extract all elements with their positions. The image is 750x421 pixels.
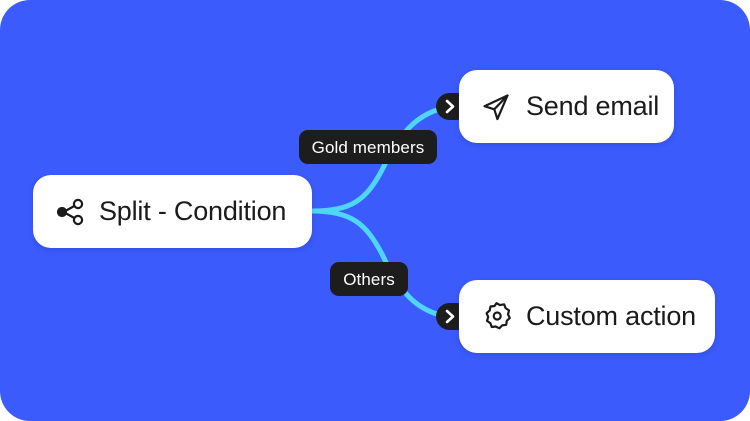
node-label-send-email: Send email bbox=[526, 91, 660, 121]
gear-icon bbox=[480, 300, 513, 333]
node-split-condition[interactable]: Split - Condition bbox=[33, 175, 312, 248]
node-send-email[interactable]: Send email bbox=[459, 70, 674, 143]
branch-label-gold-members[interactable]: Gold members bbox=[299, 130, 437, 164]
share-nodes-icon bbox=[53, 195, 87, 229]
paper-plane-icon bbox=[479, 90, 513, 124]
node-label-custom-action: Custom action bbox=[526, 301, 696, 331]
chevron-right-icon bbox=[445, 309, 455, 324]
branch-label-others[interactable]: Others bbox=[330, 262, 408, 296]
chevron-right-icon bbox=[445, 99, 455, 114]
node-custom-action[interactable]: Custom action bbox=[459, 280, 715, 353]
node-label-split-condition: Split - Condition bbox=[99, 196, 287, 226]
